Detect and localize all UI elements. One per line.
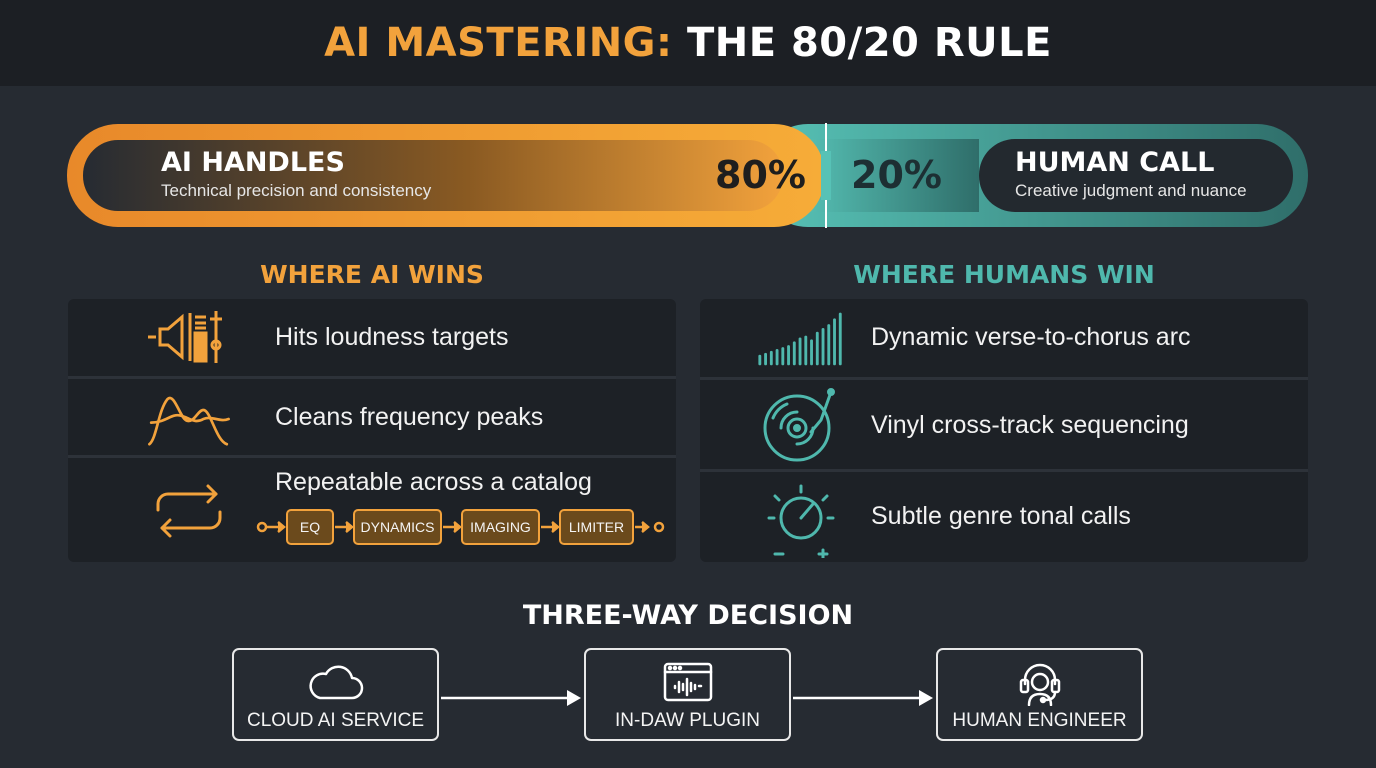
vinyl-record-icon xyxy=(756,388,846,464)
title-accent: AI MASTERING: xyxy=(324,20,673,66)
frequency-curve-icon xyxy=(144,389,234,449)
option-in-daw-plugin: IN-DAW PLUGIN xyxy=(584,648,791,741)
list-item-label: Vinyl cross-track sequencing xyxy=(871,411,1189,439)
option-label: IN-DAW PLUGIN xyxy=(615,710,760,731)
loudness-meter-icon xyxy=(144,307,234,367)
option-human-engineer: HUMAN ENGINEER xyxy=(936,648,1143,741)
rising-bars-icon xyxy=(756,309,846,367)
repeat-icon xyxy=(144,480,234,542)
list-item: Hits loudness targets xyxy=(68,299,676,376)
chain-step-limiter: LIMITER xyxy=(559,509,634,545)
chain-step-eq: EQ xyxy=(286,509,334,545)
option-label: CLOUD AI SERVICE xyxy=(246,710,425,731)
headset-engineer-icon xyxy=(938,662,1141,706)
chain-step-dynamics: DYNAMICS xyxy=(353,509,442,545)
chain-step-imaging: IMAGING xyxy=(461,509,540,545)
list-item-label: Subtle genre tonal calls xyxy=(871,502,1131,530)
list-item: Cleans frequency peaks xyxy=(68,376,676,458)
list-item-label: Cleans frequency peaks xyxy=(275,403,544,431)
humans-win-panel: Dynamic verse-to-chorus arc Vinyl cross-… xyxy=(700,299,1308,562)
tone-knob-icon xyxy=(756,482,846,558)
list-item: Vinyl cross-track sequencing xyxy=(700,377,1308,472)
where-humans-win-heading: WHERE HUMANS WIN xyxy=(853,260,1155,289)
split-bar: AI HANDLES Technical precision and consi… xyxy=(67,123,1309,228)
option-label: HUMAN ENGINEER xyxy=(952,710,1127,731)
page-title: AI MASTERING: THE 80/20 RULE xyxy=(0,0,1376,86)
three-way-decision-heading: THREE-WAY DECISION xyxy=(522,600,854,631)
list-item: Dynamic verse-to-chorus arc xyxy=(700,299,1308,377)
list-item-label: Hits loudness targets xyxy=(275,323,509,351)
human-call-title: HUMAN CALL xyxy=(1015,147,1215,178)
arrow-right-icon xyxy=(441,690,581,706)
list-item-label: Repeatable across a catalog xyxy=(275,468,592,496)
list-item: Subtle genre tonal calls xyxy=(700,469,1308,562)
title-rest: THE 80/20 RULE xyxy=(672,20,1052,66)
human-percent: 20% xyxy=(851,153,942,197)
list-item: Repeatable across a catalog xyxy=(68,455,676,562)
cloud-icon xyxy=(234,662,437,702)
ai-wins-panel: Hits loudness targets Cleans frequency p… xyxy=(68,299,676,562)
list-item-label: Dynamic verse-to-chorus arc xyxy=(871,323,1191,351)
ai-handles-subtitle: Technical precision and consistency xyxy=(161,181,432,200)
plugin-window-icon xyxy=(586,662,789,702)
where-ai-wins-heading: WHERE AI WINS xyxy=(260,260,484,289)
option-cloud-ai-service: CLOUD AI SERVICE xyxy=(232,648,439,741)
ai-percent: 80% xyxy=(715,153,806,197)
human-call-subtitle: Creative judgment and nuance xyxy=(1015,181,1247,200)
arrow-right-icon xyxy=(793,690,933,706)
split-bar-graphic xyxy=(67,123,1308,228)
processing-chain: EQ DYNAMICS IMAGING LIMITER xyxy=(254,509,674,551)
ai-handles-title: AI HANDLES xyxy=(161,147,345,178)
